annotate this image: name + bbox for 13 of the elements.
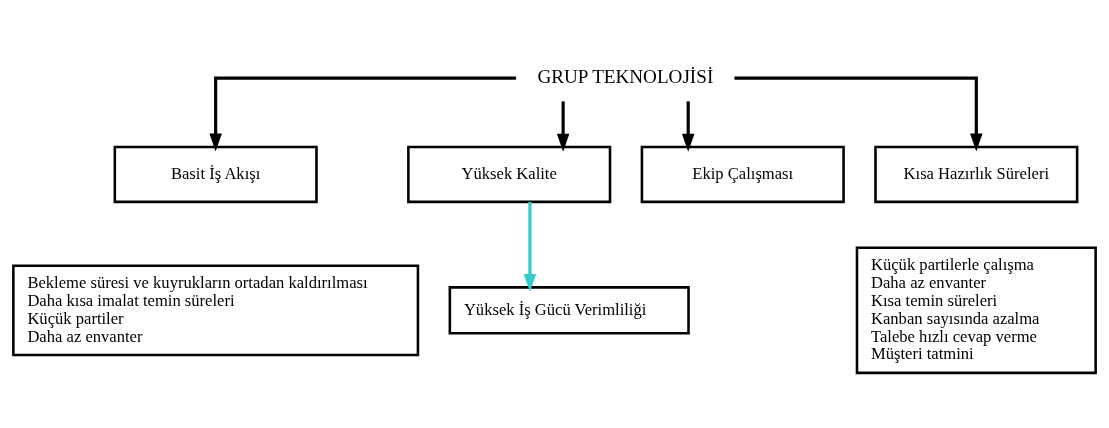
arrow — [734, 76, 983, 152]
node-box: Küçük partilerle çalışma Daha az envanter Kısa temin süreleri Kanban sayısında azalma Talebe hızlı cevap verme Müşteri tatmini — [855, 246, 1097, 375]
arrow — [556, 101, 570, 152]
arrow — [209, 76, 517, 152]
node-box: Basit İş Akışı — [113, 145, 318, 204]
node-box: Bekleme süresi ve kuyrukların ortadan kaldırılması Daha kısa imalat temin süreleri Küçük partiler Daha az envanter — [12, 264, 420, 357]
node-box: Yüksek Kalite — [407, 145, 612, 204]
node-box: Yüksek İş Gücü Verimliliği — [448, 286, 690, 335]
node-box: Ekip Çalışması — [640, 145, 845, 204]
node-box: Kısa Hazırlık Süreleri — [874, 145, 1079, 204]
arrow — [523, 201, 537, 292]
arrow — [681, 101, 695, 152]
node-text: GRUP TEKNOLOJİSİ — [537, 65, 714, 87]
